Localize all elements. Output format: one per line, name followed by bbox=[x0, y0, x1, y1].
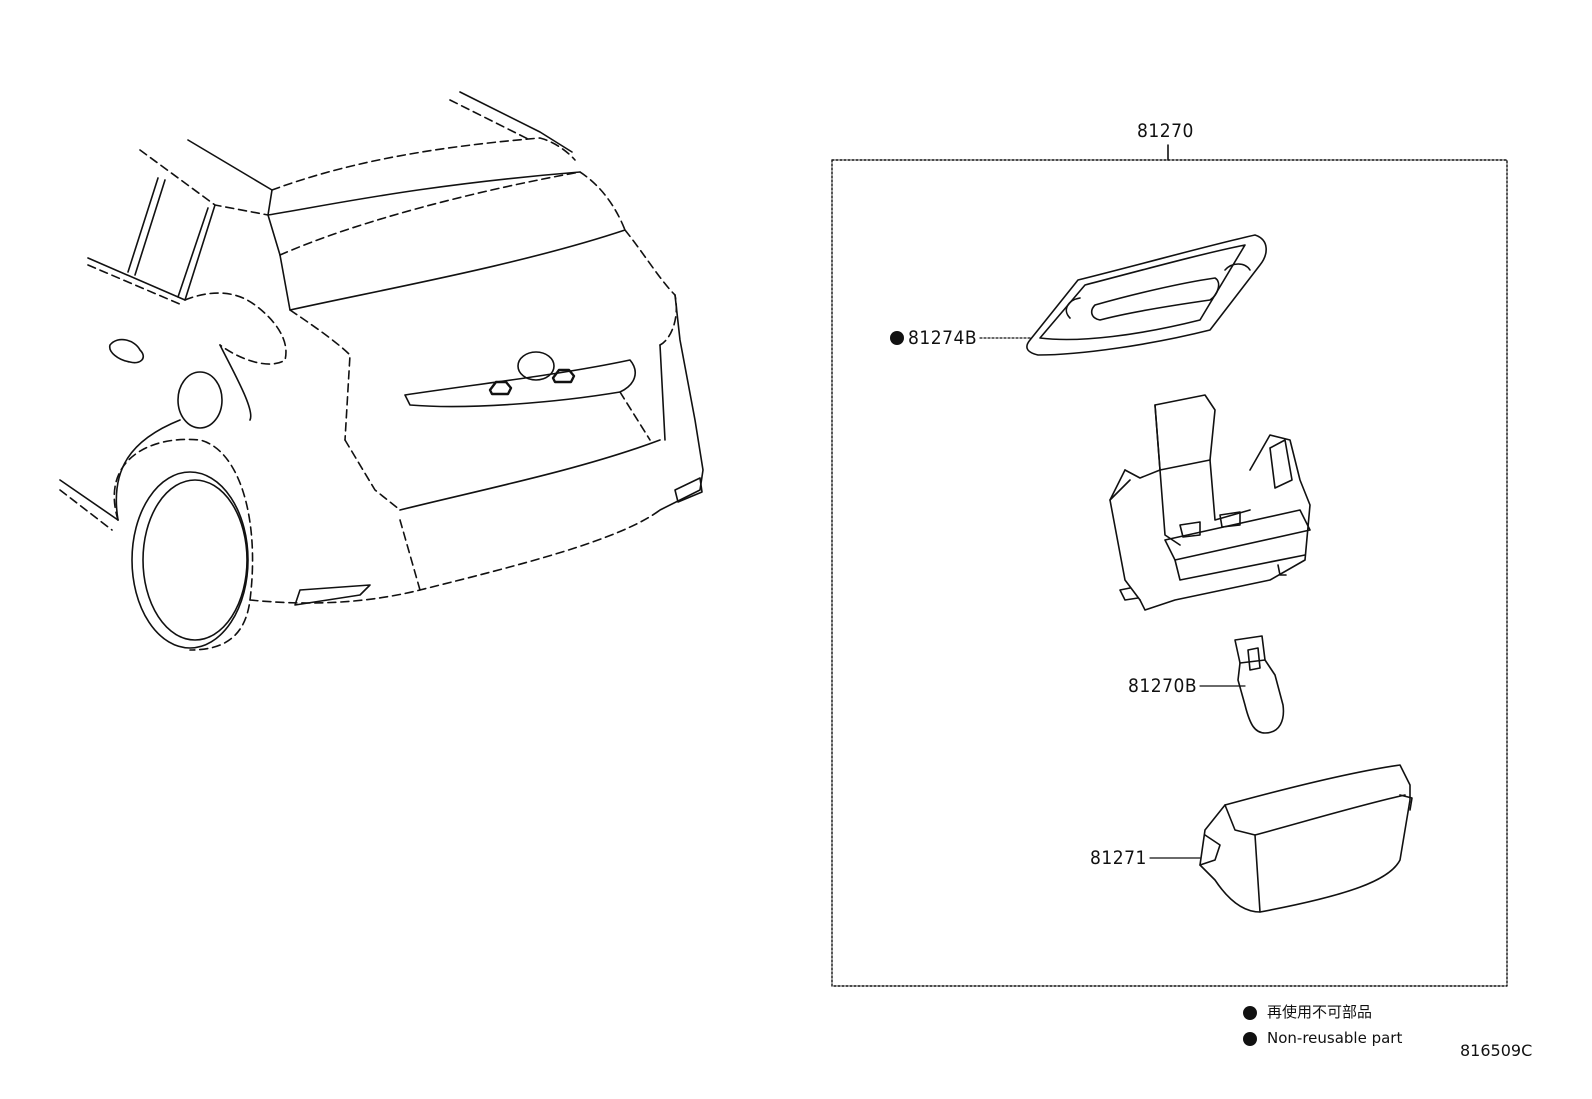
housing-illustration bbox=[1109, 394, 1311, 611]
legend-english-text: Non-reusable part bbox=[1267, 1029, 1403, 1047]
bulb-part-number: 81270B bbox=[1128, 675, 1198, 697]
vehicle-rear-illustration bbox=[59, 91, 704, 651]
lens-part-number: 81271 bbox=[1090, 847, 1147, 869]
legend-dot bbox=[1243, 1005, 1257, 1020]
gasket-part-number: 81274B bbox=[908, 327, 978, 349]
legend-english: Non-reusable part bbox=[1243, 1031, 1402, 1046]
legend-dot bbox=[1243, 1031, 1257, 1046]
bulb-illustration bbox=[1234, 635, 1285, 734]
legend-japanese-text: 再使用不可部品 bbox=[1267, 1003, 1373, 1021]
gasket-illustration bbox=[1026, 234, 1267, 356]
legend-japanese: 再使用不可部品 bbox=[1243, 1005, 1372, 1020]
assembly-box bbox=[831, 159, 1508, 987]
lens-illustration bbox=[1199, 764, 1413, 913]
illustration-id: 816509C bbox=[1460, 1041, 1533, 1060]
assembly-part-number: 81270 bbox=[1137, 120, 1194, 142]
non-reusable-marker bbox=[890, 331, 904, 345]
